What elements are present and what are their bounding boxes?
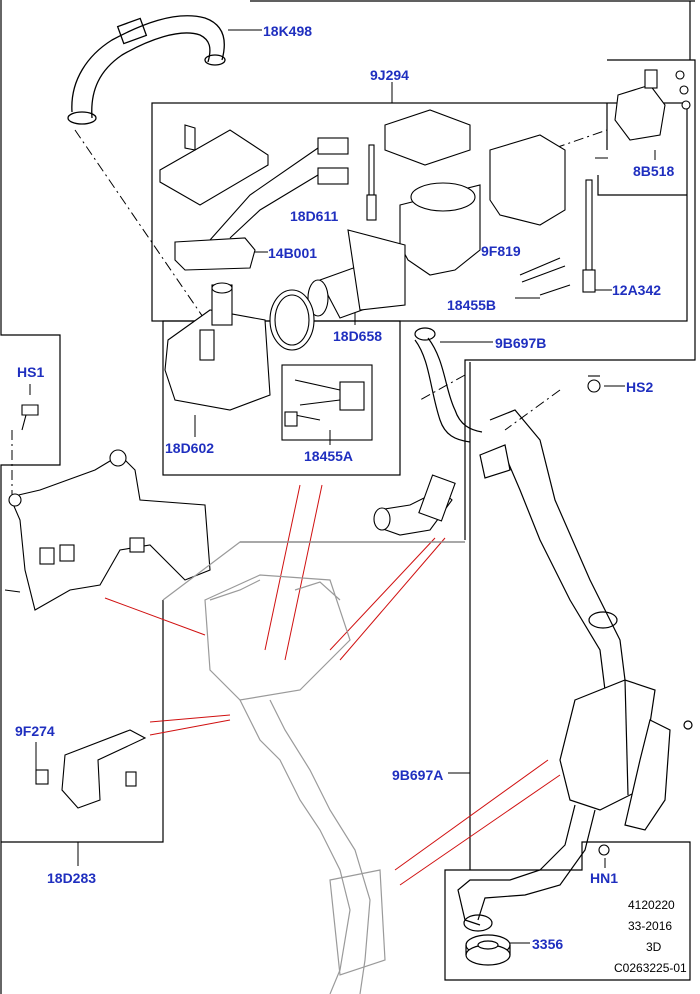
bracket-9F274[interactable] bbox=[35, 729, 147, 809]
callout-HN1[interactable]: HN1 bbox=[590, 870, 619, 886]
callout-HS1[interactable]: HS1 bbox=[17, 364, 45, 380]
callout-9B697A[interactable]: 9B697A bbox=[392, 767, 444, 783]
callout-18D611[interactable]: 18D611 bbox=[290, 208, 339, 224]
footer-ref-1: 4120220 bbox=[628, 898, 675, 912]
callout-8B518[interactable]: 8B518 bbox=[633, 163, 675, 179]
coolant-hose-18K498[interactable] bbox=[67, 15, 226, 125]
callout-9B697B[interactable]: 9B697B bbox=[495, 335, 547, 351]
grommet-3356[interactable] bbox=[465, 934, 511, 966]
callout-18455B[interactable]: 18455B bbox=[447, 297, 497, 313]
exhaust-pipe-9B697A[interactable] bbox=[457, 409, 693, 932]
top-box-parts bbox=[159, 69, 691, 441]
exhaust-hose-9B697B[interactable] bbox=[414, 327, 483, 443]
callout-18D602[interactable]: 18D602 bbox=[165, 440, 215, 456]
callout-12A342[interactable]: 12A342 bbox=[612, 282, 662, 298]
callout-18D283[interactable]: 18D283 bbox=[47, 870, 97, 886]
hanger-HS2[interactable] bbox=[587, 375, 601, 393]
assembly-centerlines bbox=[11, 129, 608, 495]
nut-HN1[interactable] bbox=[598, 844, 610, 856]
callout-3356[interactable]: 3356 bbox=[532, 936, 564, 952]
footer-ref-4: C0263225-01 bbox=[614, 961, 687, 975]
callout-18455A[interactable]: 18455A bbox=[304, 448, 354, 464]
callout-9F819[interactable]: 9F819 bbox=[481, 243, 521, 259]
callout-HS2[interactable]: HS2 bbox=[626, 379, 654, 395]
red-leaders bbox=[104, 484, 561, 886]
footer-ref-2: 33-2016 bbox=[628, 919, 673, 933]
mount-bracket-18D283[interactable] bbox=[4, 404, 211, 611]
installed-view-ghost bbox=[162, 541, 465, 994]
callout-18D658[interactable]: 18D658 bbox=[333, 328, 383, 344]
footer-ref-3: 3D bbox=[646, 940, 662, 954]
callout-9J294[interactable]: 9J294 bbox=[370, 67, 409, 83]
callout-14B001[interactable]: 14B001 bbox=[268, 245, 318, 261]
exhaust-elbow[interactable] bbox=[373, 474, 456, 536]
callout-18K498[interactable]: 18K498 bbox=[263, 23, 313, 39]
callout-9F274[interactable]: 9F274 bbox=[15, 723, 55, 739]
